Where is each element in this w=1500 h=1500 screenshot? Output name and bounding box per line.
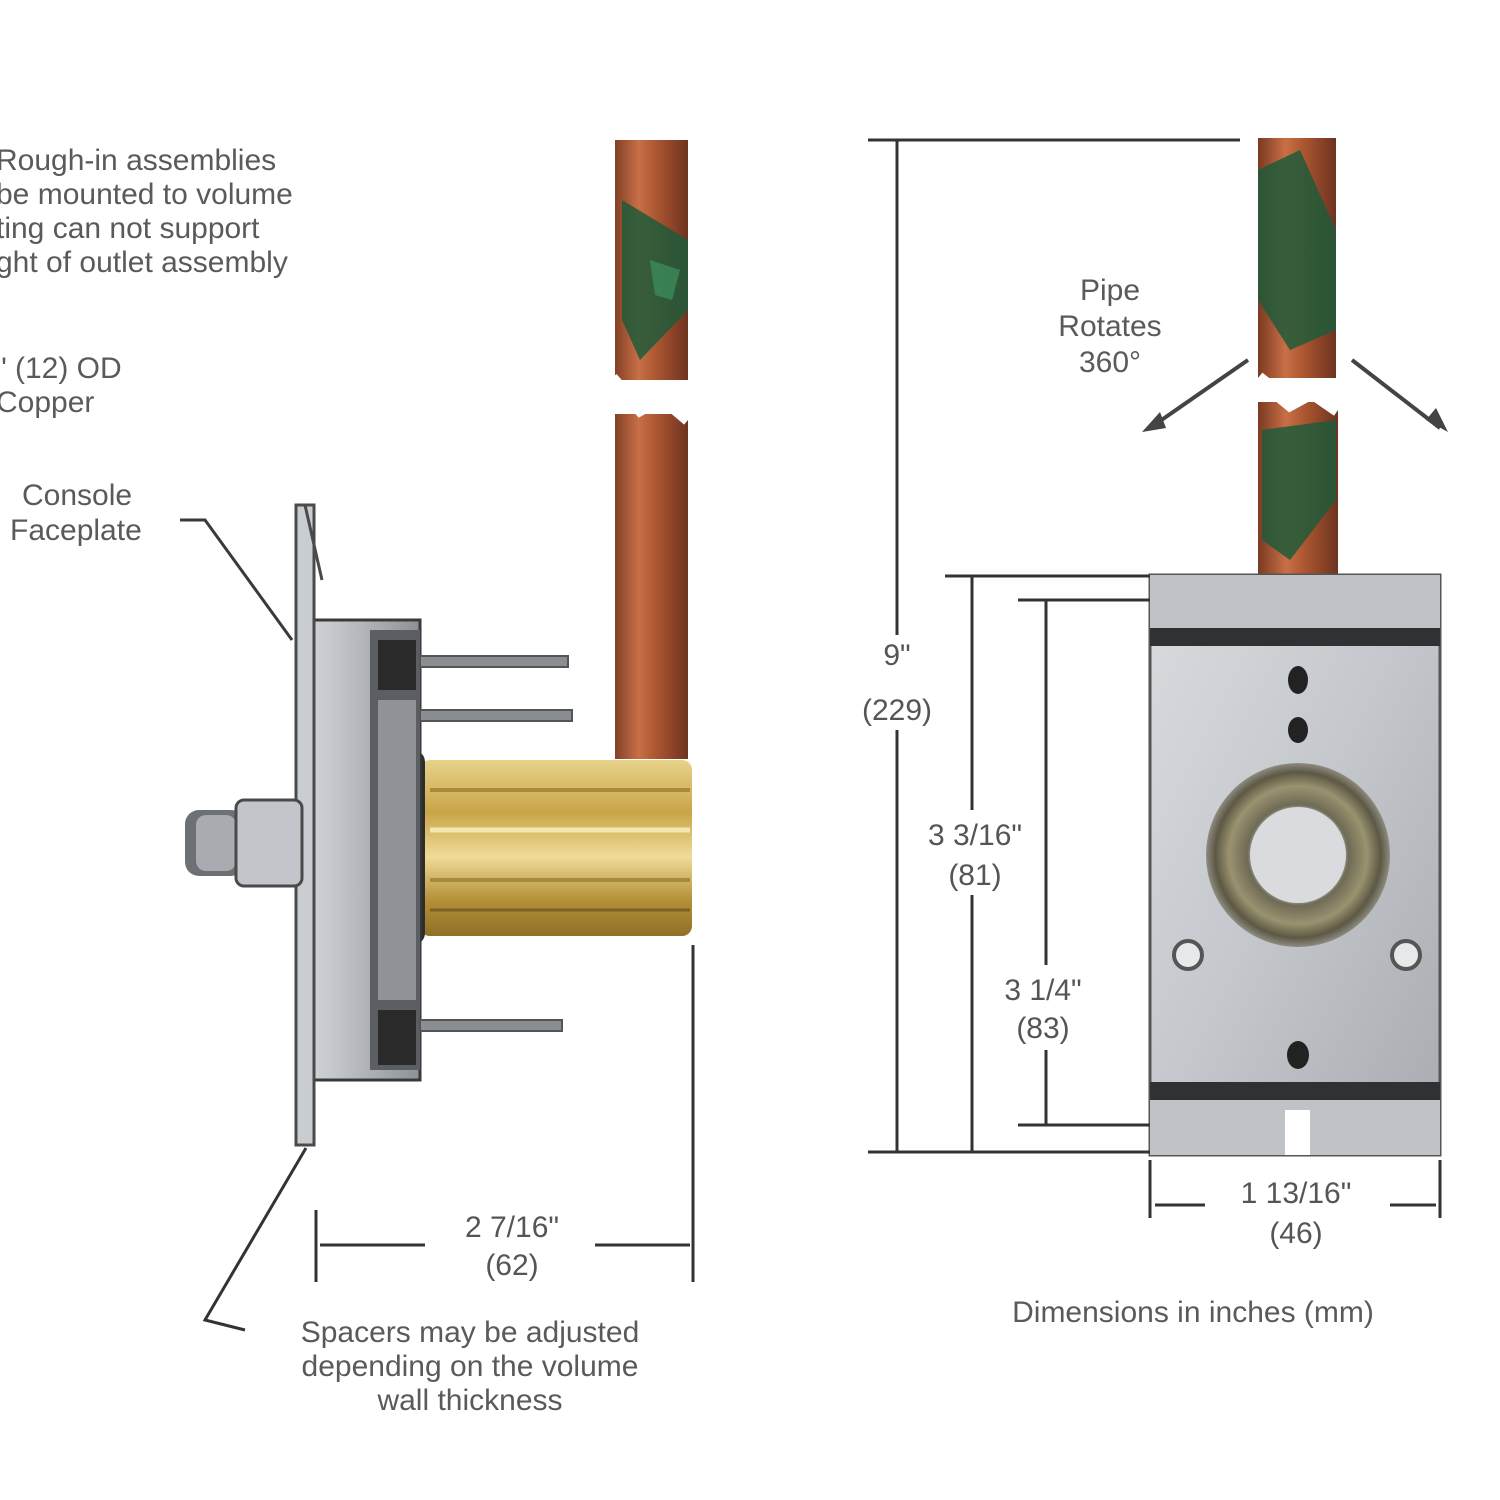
note-line: depending on the volume bbox=[302, 1350, 639, 1383]
note-line: Console bbox=[22, 479, 132, 512]
spacers-note: Spacers may be adjusted depending on the… bbox=[301, 1316, 640, 1417]
spacing-metric: (83) bbox=[1016, 1012, 1069, 1045]
note-line: be mounted to volume bbox=[0, 178, 293, 211]
side-view-assembly bbox=[185, 140, 692, 1147]
spacing-imperial: 3 1/4" bbox=[1004, 974, 1081, 1007]
depth-dimension: 2 7/16" (62) bbox=[314, 945, 695, 1282]
note-line: Faceplate bbox=[10, 514, 142, 547]
front-view-assembly bbox=[1148, 138, 1442, 1157]
spacing-dimension: 3 1/4" (83) bbox=[1004, 598, 1150, 1127]
note-line: Rough-in assemblies bbox=[0, 144, 276, 177]
note-line: Copper bbox=[0, 386, 94, 419]
dimensions-caption: Dimensions in inches (mm) bbox=[1012, 1296, 1374, 1329]
spacers-leader-line bbox=[202, 1147, 308, 1332]
plate-width-metric: (46) bbox=[1269, 1217, 1322, 1250]
front-outlet-ring bbox=[1206, 763, 1390, 947]
note-line: Pipe bbox=[1080, 274, 1140, 307]
depth-metric: (62) bbox=[485, 1249, 538, 1282]
plate-width-dimension: 1 13/16" (46) bbox=[1148, 1160, 1442, 1250]
overall-height-metric: (229) bbox=[862, 694, 932, 727]
faceplate-leader-line bbox=[180, 518, 294, 641]
note-line: Spacers may be adjusted bbox=[301, 1316, 640, 1349]
depth-imperial: 2 7/16" bbox=[465, 1211, 559, 1244]
mounting-bracket-side bbox=[294, 503, 422, 1147]
brass-valve-body bbox=[395, 750, 692, 945]
plate-width-imperial: 1 13/16" bbox=[1241, 1177, 1352, 1210]
plate-height-dimension: 3 3/16" (81) bbox=[928, 574, 1150, 1152]
note-line: wall thickness bbox=[376, 1384, 562, 1417]
mounting-screws bbox=[419, 655, 573, 1032]
side-copper-pipe bbox=[607, 140, 692, 760]
rotation-arrows bbox=[1142, 358, 1448, 432]
copper-pipe-note: " (12) OD Copper bbox=[0, 352, 122, 419]
plate-height-metric: (81) bbox=[948, 859, 1001, 892]
rough-in-note: Rough-in assemblies be mounted to volume… bbox=[0, 144, 293, 279]
pipe-rotates-note: Pipe Rotates 360° bbox=[1058, 274, 1161, 379]
overall-height-imperial: 9" bbox=[883, 639, 910, 672]
outlet-fitting bbox=[185, 798, 304, 888]
note-line: ting can not support bbox=[0, 212, 260, 245]
front-copper-pipe bbox=[1253, 138, 1342, 610]
faceplate-label: Console Faceplate bbox=[10, 479, 142, 547]
note-line: 360° bbox=[1079, 346, 1141, 379]
overall-height-dimension: 9" (229) bbox=[862, 138, 1240, 1154]
plate-height-imperial: 3 3/16" bbox=[928, 819, 1022, 852]
note-line: " (12) OD bbox=[0, 352, 122, 385]
note-line: ght of outlet assembly bbox=[0, 246, 288, 279]
note-line: Rotates bbox=[1058, 310, 1161, 343]
